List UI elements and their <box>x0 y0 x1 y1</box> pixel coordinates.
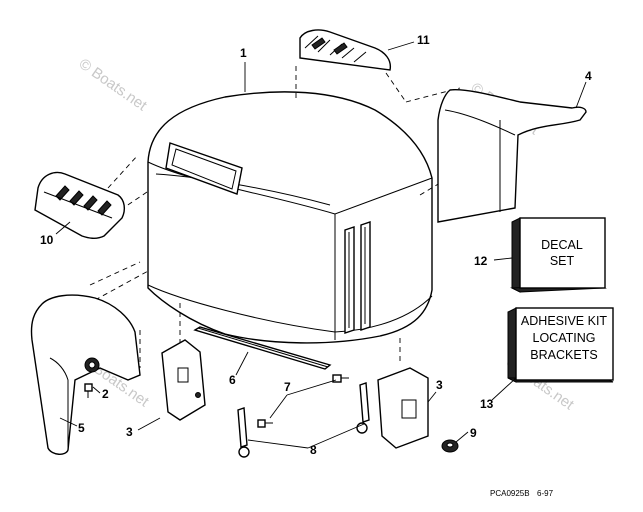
screw-part-2 <box>84 383 93 398</box>
washer-part-9 <box>441 439 459 453</box>
drawing-code: PCA0925B 6-97 <box>490 489 554 498</box>
callout-5: 5 <box>78 421 85 435</box>
callout-2: 2 <box>102 387 109 401</box>
rear-cover-part-4 <box>437 88 587 223</box>
callout-11: 11 <box>417 33 430 47</box>
drawing-date: 6-97 <box>537 489 554 498</box>
callout-3-left: 3 <box>126 425 133 439</box>
kit-box-line-2: LOCATING <box>533 331 596 345</box>
callout-8: 8 <box>310 443 317 457</box>
front-cover-part-5 <box>30 294 141 455</box>
callout-6: 6 <box>229 373 236 387</box>
callout-3-right: 3 <box>436 378 443 392</box>
adhesive-kit-box-part-13: ADHESIVE KIT LOCATING BRACKETS <box>507 307 614 383</box>
kit-box-line-1: ADHESIVE KIT <box>521 314 607 328</box>
callout-12: 12 <box>474 254 488 268</box>
bracket-plate-part-3-left <box>161 339 206 421</box>
bracket-plate-part-3-right <box>377 367 429 449</box>
callout-10: 10 <box>40 233 54 247</box>
drawing-number: PCA0925B <box>490 489 530 498</box>
callout-13: 13 <box>480 397 494 411</box>
side-vent-part-10 <box>34 171 126 239</box>
screws-part-7 <box>257 374 349 428</box>
kit-box-line-3: BRACKETS <box>530 348 597 362</box>
vent-cover-part-11 <box>299 29 392 71</box>
leader-lines <box>55 41 587 449</box>
callout-labels: 1 11 4 10 12 2 6 7 3 3 5 8 9 13 <box>40 33 592 457</box>
watermark: © Boats.net <box>76 55 151 114</box>
decal-set-box-part-12: DECAL SET <box>510 217 607 293</box>
decal-box-line-1: DECAL <box>541 238 583 252</box>
callout-1: 1 <box>240 46 247 60</box>
motor-cover-part-1 <box>147 91 433 344</box>
callout-4: 4 <box>585 69 592 83</box>
callout-9: 9 <box>470 426 477 440</box>
seal-strip-part-6 <box>193 326 332 370</box>
decal-box-line-2: SET <box>550 254 575 268</box>
callout-7: 7 <box>284 380 291 394</box>
